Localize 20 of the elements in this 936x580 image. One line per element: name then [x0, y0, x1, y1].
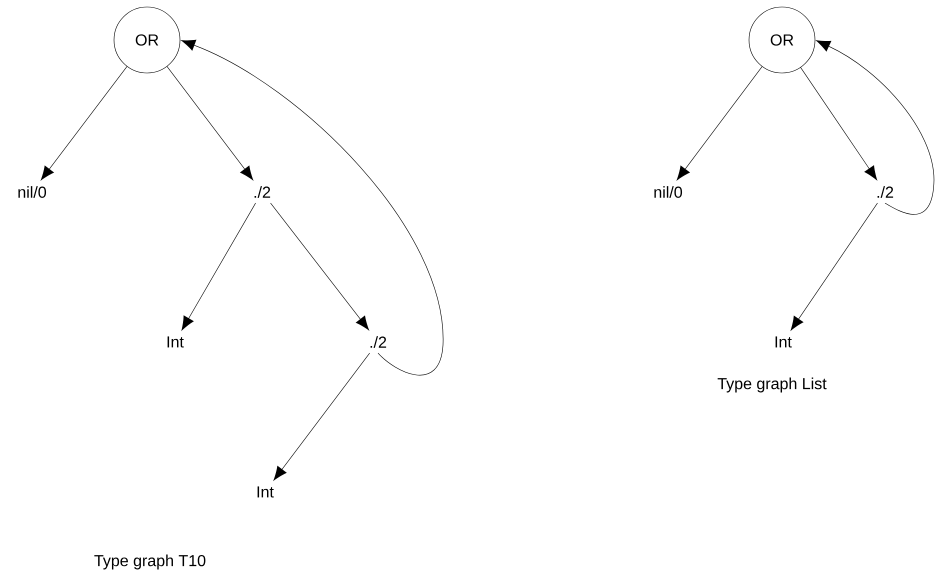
node-label: ./2 — [370, 336, 386, 348]
arrow — [181, 40, 444, 376]
node-label: nil/0 — [654, 186, 682, 198]
arrow — [182, 202, 256, 331]
arrow — [274, 352, 370, 481]
node-label: Int — [776, 336, 792, 348]
node-label: ./2 — [878, 186, 894, 198]
caption: Type graph T10 — [94, 554, 206, 570]
arrow — [166, 66, 254, 180]
node-label: nil/0 — [18, 186, 46, 198]
node-label: Int — [258, 486, 274, 498]
arrow — [40, 66, 128, 180]
arrow — [270, 202, 370, 330]
arrow — [790, 202, 878, 331]
arrow — [676, 66, 762, 180]
caption: Type graph List — [718, 378, 827, 392]
arrow — [800, 67, 878, 180]
arrow — [816, 40, 934, 215]
node-label: ./2 — [254, 186, 270, 198]
node-label: Int — [168, 336, 184, 348]
